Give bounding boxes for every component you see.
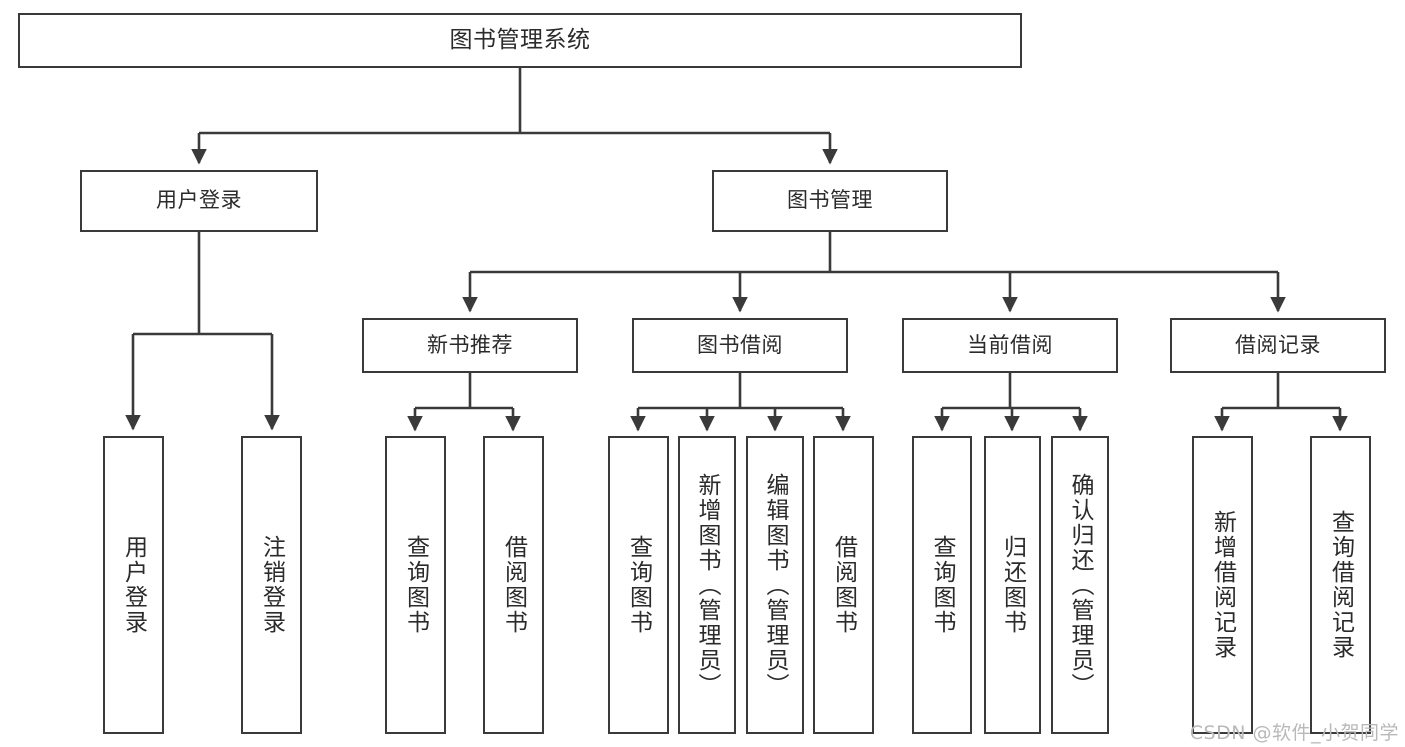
node-borrow-record-label: 借阅记录 <box>1235 332 1321 357</box>
node-borrow-record[interactable]: 借阅记录 <box>1170 318 1386 373</box>
node-leaf-query-book-3-label: 查询图书 <box>929 535 956 635</box>
node-leaf-user-login[interactable]: 用户登录 <box>103 436 164 734</box>
node-leaf-edit-book-label: 编辑图书（管理员） <box>762 472 789 698</box>
node-leaf-query-book-2[interactable]: 查询图书 <box>608 436 669 734</box>
node-leaf-query-book-1[interactable]: 查询图书 <box>385 436 446 734</box>
node-current-borrow-label: 当前借阅 <box>967 332 1053 357</box>
node-user-login[interactable]: 用户登录 <box>80 170 318 232</box>
node-leaf-user-login-label: 用户登录 <box>120 535 147 635</box>
node-leaf-borrow-book-1-label: 借阅图书 <box>500 535 527 635</box>
node-leaf-query-record-label: 查询借阅记录 <box>1327 510 1354 660</box>
node-leaf-add-record-label: 新增借阅记录 <box>1209 510 1236 660</box>
node-book-manage-label: 图书管理 <box>787 188 873 213</box>
node-leaf-borrow-book-1[interactable]: 借阅图书 <box>483 436 544 734</box>
node-book-manage[interactable]: 图书管理 <box>712 170 948 232</box>
node-leaf-borrow-book-2[interactable]: 借阅图书 <box>813 436 874 734</box>
node-leaf-query-book-2-label: 查询图书 <box>625 535 652 635</box>
node-leaf-edit-book[interactable]: 编辑图书（管理员） <box>746 436 804 734</box>
node-leaf-add-book-label: 新增图书（管理员） <box>694 472 721 698</box>
node-leaf-user-logout[interactable]: 注销登录 <box>241 436 302 734</box>
node-book-borrow[interactable]: 图书借阅 <box>632 318 848 373</box>
node-new-book-rec[interactable]: 新书推荐 <box>362 318 578 373</box>
node-leaf-add-record[interactable]: 新增借阅记录 <box>1192 436 1253 734</box>
node-leaf-return-book-label: 归还图书 <box>999 535 1026 635</box>
node-leaf-query-book-1-label: 查询图书 <box>402 535 429 635</box>
node-leaf-borrow-book-2-label: 借阅图书 <box>830 535 857 635</box>
node-user-login-label: 用户登录 <box>156 188 242 213</box>
node-root[interactable]: 图书管理系统 <box>18 13 1022 68</box>
node-leaf-confirm-return-label: 确认归还（管理员） <box>1067 472 1094 698</box>
node-book-borrow-label: 图书借阅 <box>697 332 783 357</box>
node-leaf-add-book[interactable]: 新增图书（管理员） <box>678 436 736 734</box>
node-new-book-rec-label: 新书推荐 <box>427 332 513 357</box>
node-leaf-confirm-return[interactable]: 确认归还（管理员） <box>1051 436 1109 734</box>
node-root-label: 图书管理系统 <box>449 26 591 53</box>
node-current-borrow[interactable]: 当前借阅 <box>902 318 1118 373</box>
node-leaf-query-book-3[interactable]: 查询图书 <box>912 436 972 734</box>
node-leaf-user-logout-label: 注销登录 <box>258 535 285 635</box>
node-leaf-query-record[interactable]: 查询借阅记录 <box>1310 436 1371 734</box>
node-leaf-return-book[interactable]: 归还图书 <box>984 436 1041 734</box>
